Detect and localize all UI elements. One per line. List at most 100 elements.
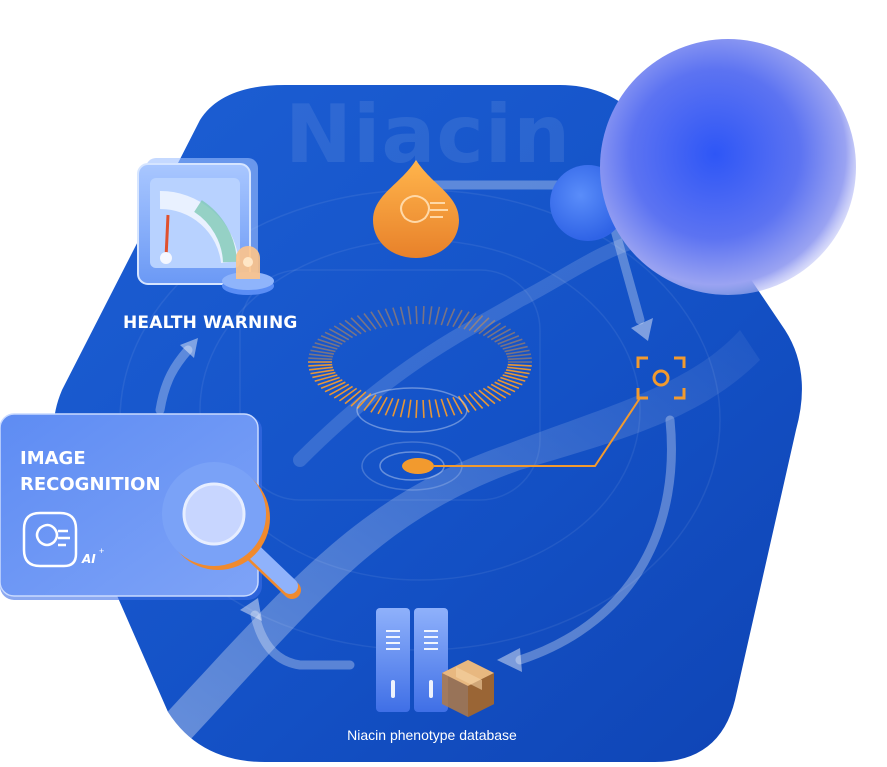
light-stream-thin: [293, 233, 647, 467]
tick-mark: [317, 338, 340, 348]
health-warning-label: HEALTH WARNING: [123, 313, 298, 333]
tick-mark: [446, 397, 456, 416]
tick-mark: [324, 381, 346, 393]
tick-mark: [350, 317, 367, 333]
tick-mark: [407, 306, 412, 325]
tick-mark: [314, 374, 338, 382]
tick-mark: [490, 328, 511, 341]
tick-mark: [428, 306, 433, 325]
scan-target-icon: [636, 356, 686, 400]
tick-mark: [505, 369, 530, 375]
niacin-watermark: Niacin: [285, 88, 572, 181]
tick-ring: [308, 305, 532, 419]
magnifier-icon: [162, 462, 301, 599]
tick-mark: [500, 338, 523, 348]
tick-mark: [500, 376, 523, 386]
tick-mark: [415, 399, 418, 419]
tick-mark: [497, 334, 520, 345]
tick-mark: [312, 345, 336, 353]
tick-mark: [422, 399, 425, 419]
large-sphere: [600, 39, 856, 295]
tick-mark: [309, 366, 333, 371]
image-recognition-label-line2: RECOGNITION: [20, 474, 161, 495]
tick-mark: [333, 325, 354, 339]
tick-mark: [494, 381, 516, 393]
tick-mark: [434, 306, 441, 325]
tick-mark: [329, 328, 350, 341]
tick-mark: [350, 391, 367, 407]
tick-mark: [473, 391, 490, 407]
tick-mark: [338, 322, 358, 337]
tick-mark: [320, 379, 343, 390]
tick-mark: [463, 313, 477, 330]
tick-mark: [507, 357, 532, 361]
light-stream: [160, 330, 760, 740]
tick-mark: [507, 366, 531, 371]
tick-mark: [324, 331, 346, 343]
tick-mark: [446, 308, 456, 327]
tick-mark: [312, 371, 336, 379]
image-recognition-label: IMAGE RECOGNITION: [20, 446, 190, 498]
tick-mark: [473, 317, 490, 333]
tick-mark: [478, 319, 496, 335]
tick-mark: [422, 305, 425, 325]
tick-mark: [344, 389, 362, 405]
tick-mark: [377, 396, 388, 415]
ai-badge: AI: [81, 552, 96, 566]
target-dot: [402, 458, 434, 474]
tick-mark: [317, 376, 340, 386]
brain-ai-icon: [22, 511, 78, 568]
tick-mark: [356, 392, 372, 409]
tick-mark: [504, 345, 528, 353]
tick-mark: [399, 306, 406, 325]
droplet-icon: [373, 160, 459, 258]
tick-mark: [377, 309, 388, 328]
tick-mark: [502, 374, 526, 382]
tick-mark: [363, 394, 377, 411]
tick-mark: [457, 395, 470, 413]
tick-mark: [504, 371, 528, 379]
tick-mark: [310, 369, 335, 375]
tick-mark: [333, 385, 354, 399]
tick-mark: [308, 363, 333, 367]
tick-mark: [384, 308, 394, 327]
gauge-icon: [137, 158, 274, 295]
tick-mark: [505, 349, 530, 355]
image-recognition-label-line1: IMAGE: [20, 448, 86, 469]
tick-mark: [482, 322, 502, 337]
tick-mark: [392, 398, 400, 417]
tick-mark: [507, 363, 532, 367]
tick-mark: [320, 334, 343, 345]
tick-mark: [399, 399, 406, 418]
tick-mark: [486, 325, 507, 339]
tick-mark: [407, 399, 412, 418]
tick-mark: [507, 353, 531, 358]
database-label: Niacin phenotype database: [347, 727, 517, 743]
tick-mark: [434, 399, 441, 418]
tick-mark: [370, 395, 383, 413]
tick-mark: [490, 383, 511, 396]
tick-mark: [452, 396, 463, 415]
tick-mark: [478, 389, 496, 405]
tick-mark: [344, 319, 362, 335]
tick-mark: [486, 385, 507, 399]
tick-mark: [463, 394, 477, 411]
tick-mark: [440, 307, 448, 326]
tick-mark: [370, 311, 383, 329]
connector-line: [434, 397, 641, 467]
tick-mark: [428, 399, 433, 418]
tick-mark: [329, 383, 350, 396]
tick-mark: [392, 307, 400, 326]
tick-mark: [468, 315, 484, 332]
tick-mark: [308, 357, 333, 361]
tick-mark: [384, 397, 394, 416]
arrowheads: [180, 318, 653, 672]
tick-mark: [415, 305, 418, 325]
tick-mark: [314, 342, 338, 350]
tick-mark: [494, 331, 516, 343]
tick-mark: [468, 392, 484, 409]
tick-mark: [497, 379, 520, 390]
tick-mark: [452, 309, 463, 328]
ai-sparkle-icon: +: [99, 546, 104, 556]
